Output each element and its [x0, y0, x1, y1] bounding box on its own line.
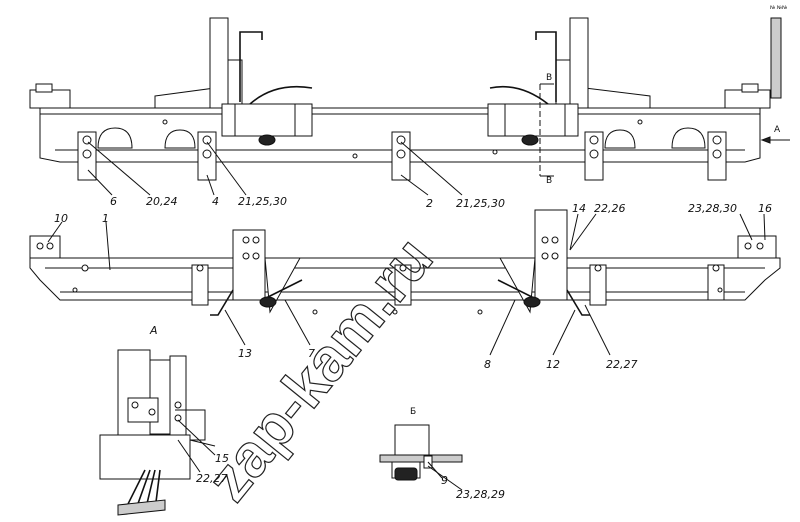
- callout-13: 13: [238, 347, 252, 360]
- view-a-label: А: [149, 324, 158, 337]
- callout-16: 16: [758, 202, 772, 215]
- section-b-detail: [379, 424, 463, 481]
- front-view-frame: [29, 209, 781, 316]
- callout-21-25-30-right: 21,25,30: [456, 197, 505, 210]
- top-view-frame: [29, 17, 790, 181]
- callout-2: 2: [426, 197, 433, 210]
- arrow-a-label: А: [774, 125, 781, 135]
- callout-8: 8: [484, 358, 491, 371]
- callout-14: 14: [572, 202, 586, 215]
- callout-1: 1: [102, 212, 109, 225]
- cut-marker-bottom: В: [546, 176, 552, 186]
- callout-12: 12: [546, 358, 560, 371]
- callout-20-24: 20,24: [146, 195, 178, 208]
- leader-lines: [47, 141, 766, 491]
- callout-22-27-left: 22,27: [196, 472, 228, 485]
- callout-21-25-30-left: 21,25,30: [238, 195, 287, 208]
- callout-23-28-29: 23,28,29: [456, 488, 505, 501]
- callout-23-28-30: 23,28,30: [688, 202, 737, 215]
- callout-6: 6: [110, 195, 117, 208]
- callout-22-26: 22,26: [594, 202, 626, 215]
- callout-4: 4: [212, 195, 219, 208]
- corner-mark: № №№: [770, 5, 788, 11]
- callout-15: 15: [215, 452, 229, 465]
- cut-marker-top: В: [546, 73, 552, 83]
- callout-9: 9: [441, 474, 448, 487]
- callout-7: 7: [308, 347, 315, 360]
- callout-22-27-right: 22,27: [606, 358, 638, 371]
- view-a-detail: [99, 349, 216, 516]
- callout-10: 10: [54, 212, 68, 225]
- section-b-label: Б: [410, 407, 416, 417]
